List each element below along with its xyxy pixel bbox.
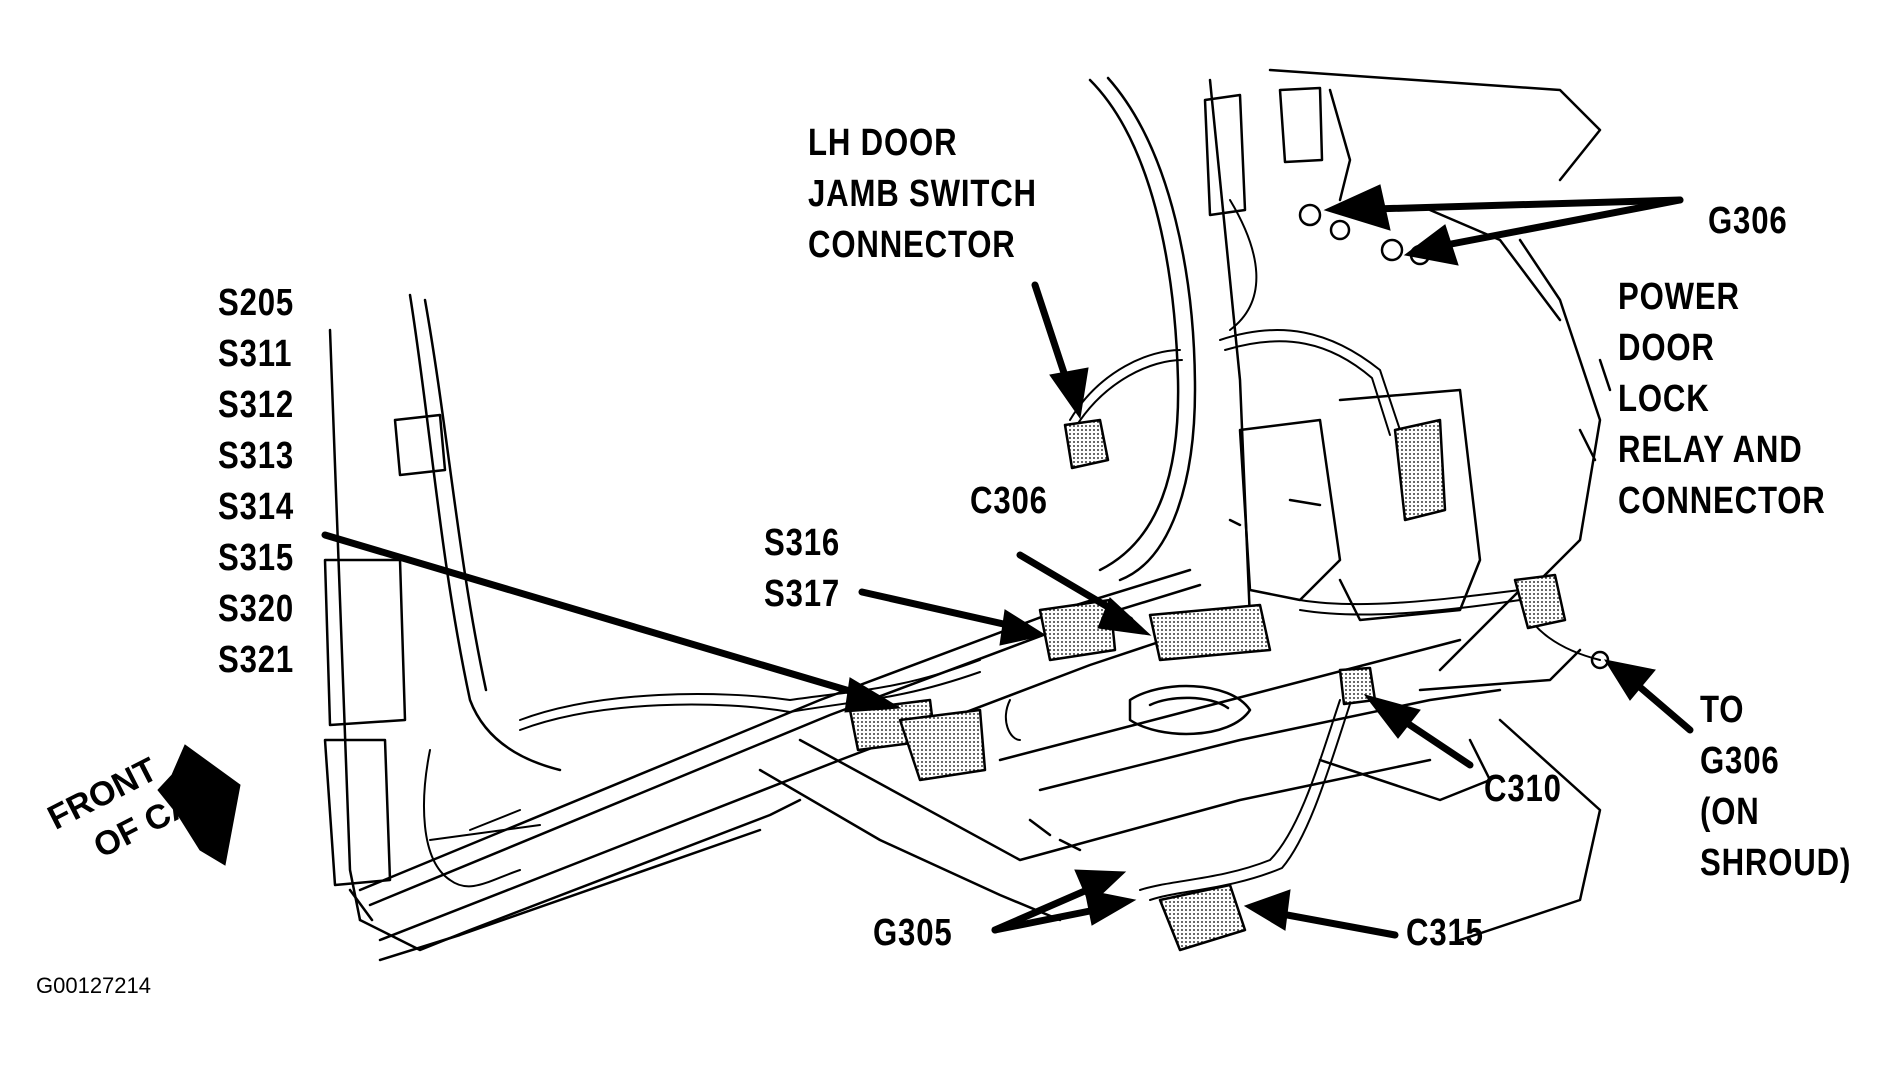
- label-c310: C310: [1484, 768, 1562, 810]
- figure-id: G00127214: [36, 973, 151, 998]
- label-lh-door-jamb-switch-connector: LH DOOR JAMB SWITCH CONNECTOR: [808, 118, 1037, 271]
- label-line: LOCK: [1618, 378, 1710, 420]
- label-c315: C315: [1406, 912, 1484, 954]
- label-line: S312: [218, 384, 295, 426]
- label-line: S315: [218, 537, 295, 579]
- label-line: CONNECTOR: [808, 224, 1016, 266]
- arrow-g305: [991, 869, 1137, 934]
- label-line: SHROUD): [1700, 842, 1852, 884]
- label-to-g306-on-shroud: TO G306 (ON SHROUD): [1700, 685, 1851, 889]
- label-splices-left: S205 S311 S312 S313 S314 S315 S320 S321: [218, 278, 294, 686]
- label-line: LH DOOR: [808, 122, 958, 164]
- label-splices-center: S316 S317: [764, 518, 840, 620]
- label-line: S313: [218, 435, 295, 477]
- label-line: DOOR: [1618, 327, 1715, 369]
- rear-shroud: [1088, 68, 1612, 622]
- leader-arrows: [157, 184, 1694, 939]
- arrow-to-g306: [1603, 659, 1694, 734]
- label-line: TO: [1700, 689, 1745, 731]
- label-line: G306: [1700, 740, 1780, 782]
- label-g305: G305: [873, 912, 953, 954]
- label-line: S316: [764, 522, 841, 564]
- floor-pan: [758, 588, 1602, 942]
- front-of-car-arrow-icon: [157, 744, 241, 866]
- arrow-splices-left: [321, 531, 902, 713]
- label-line: (ON: [1700, 791, 1760, 833]
- arrow-c310: [1363, 694, 1474, 769]
- arrow-g306-top: [1323, 184, 1684, 266]
- arrow-lh-door-jamb: [1031, 281, 1089, 420]
- arrow-c315: [1243, 889, 1399, 939]
- label-line: S314: [218, 486, 295, 528]
- wiring-harness: [423, 199, 1601, 901]
- arrow-c306: [1016, 551, 1152, 636]
- connectors: [848, 203, 1610, 952]
- label-g306-top: G306: [1708, 200, 1788, 242]
- label-line: CONNECTOR: [1618, 480, 1826, 522]
- label-line: S321: [218, 639, 295, 681]
- label-line: RELAY AND: [1618, 429, 1803, 471]
- arrow-s316-s317: [858, 588, 1047, 646]
- label-power-door-lock-relay: POWER DOOR LOCK RELAY AND CONNECTOR: [1618, 272, 1826, 527]
- label-line: S317: [764, 573, 841, 615]
- label-c306: C306: [970, 480, 1048, 522]
- label-line: JAMB SWITCH: [808, 173, 1037, 215]
- label-line: POWER: [1618, 276, 1740, 318]
- door-pillar-left: [323, 293, 562, 922]
- label-line: S205: [218, 282, 295, 324]
- label-line: S320: [218, 588, 295, 630]
- label-line: S311: [218, 333, 293, 375]
